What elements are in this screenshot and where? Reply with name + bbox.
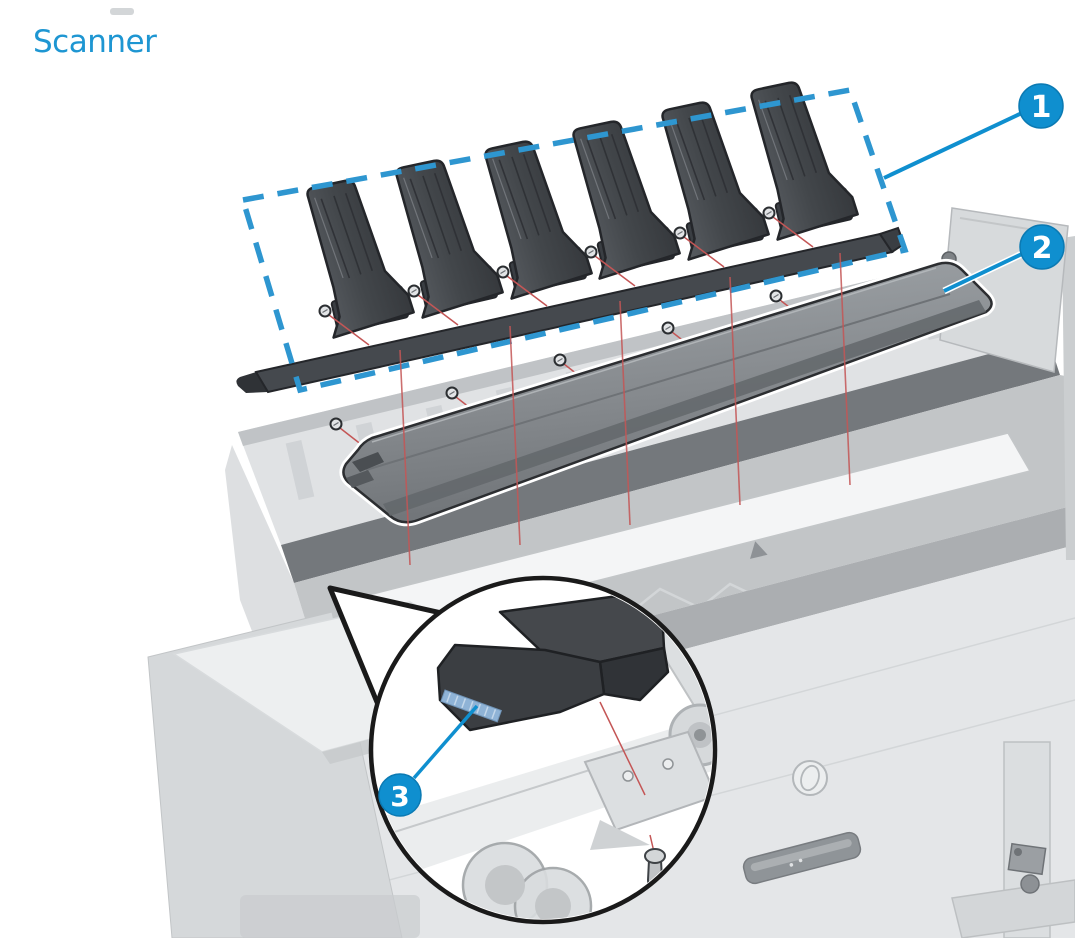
caster-bracket bbox=[1007, 842, 1047, 876]
hp-logo bbox=[792, 760, 828, 796]
callout-1-badge bbox=[1018, 83, 1064, 129]
mount-bracket bbox=[583, 730, 712, 832]
callout-3-badge bbox=[378, 773, 422, 817]
callout-1: 1 bbox=[882, 83, 1064, 182]
caster-wheel bbox=[1020, 874, 1040, 894]
stray-mark bbox=[110, 8, 134, 15]
callout-3: 3 bbox=[378, 704, 479, 817]
detail-stripe bbox=[440, 689, 503, 723]
left-stand-leg bbox=[240, 895, 420, 938]
output-slot bbox=[742, 831, 862, 885]
callout-1-number: 1 bbox=[1031, 90, 1052, 125]
dashed-selection-box bbox=[239, 86, 909, 394]
screws-upper bbox=[318, 206, 814, 346]
callout-2: 2 bbox=[942, 224, 1065, 295]
alignment-triangle bbox=[750, 541, 768, 559]
right-stand-leg bbox=[951, 741, 1075, 938]
magnifier-inset bbox=[327, 575, 718, 925]
top-cover bbox=[339, 258, 996, 527]
callout-2-number: 2 bbox=[1032, 231, 1053, 266]
rear-beam bbox=[281, 338, 1060, 583]
red-leader-lines bbox=[399, 252, 851, 566]
callout-3-number: 3 bbox=[390, 780, 409, 813]
page-title: Scanner bbox=[33, 24, 157, 60]
callout-2-badge bbox=[1019, 224, 1065, 270]
